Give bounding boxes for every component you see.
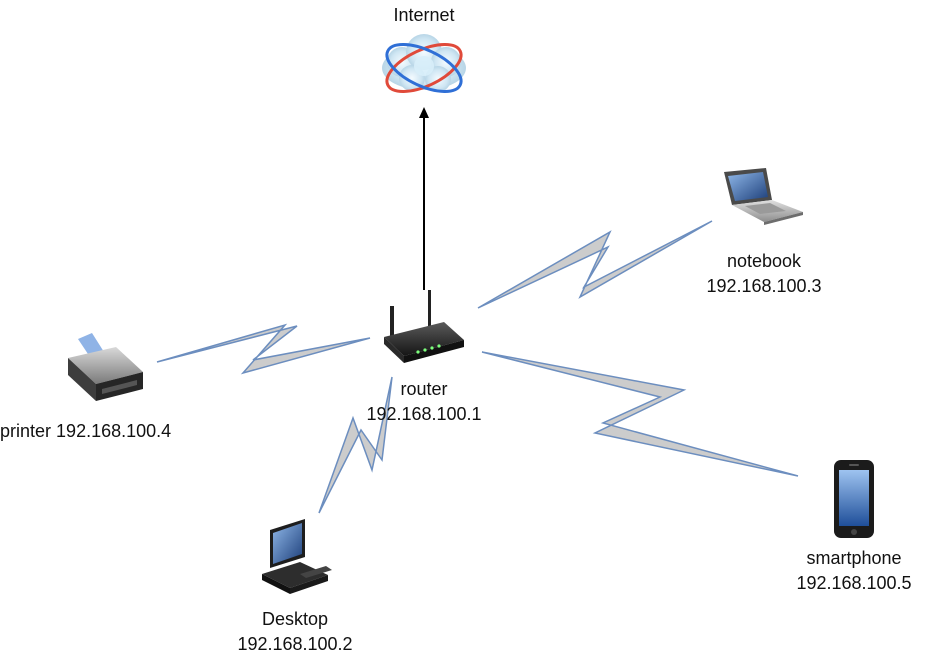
smartphone-label: smartphone 192.168.100.5 [774,546,925,596]
smartphone-icon [834,460,874,538]
printer-label: printer 192.168.100.4 [0,419,220,444]
smartphone-ip: 192.168.100.5 [796,573,912,593]
internet-label: Internet [393,5,455,25]
wireless-router-icon [384,290,464,363]
laptop-icon [724,168,803,225]
smartphone-name: smartphone [806,548,902,568]
desktop-computer-icon [262,519,332,594]
desktop-ip: 192.168.100.2 [237,634,353,654]
wireless-link-desktop [318,376,393,514]
arrowhead-icon [419,107,429,118]
wireless-link-printer [156,323,371,375]
notebook-ip: 192.168.100.3 [706,276,822,296]
desktop-label: Desktop 192.168.100.2 [215,607,375,657]
printer-line: printer 192.168.100.4 [0,421,171,441]
notebook-label: notebook 192.168.100.3 [684,249,844,299]
wireless-link-notebook [477,220,713,309]
router-name: router [400,379,448,399]
cloud-icon [382,34,466,93]
printer-icon [68,333,143,401]
desktop-name: Desktop [261,609,329,629]
wireless-link-smartphone [481,351,799,477]
printer-ip: 192.168.100.4 [56,421,172,441]
printer-name: printer [0,421,52,441]
notebook-name: notebook [726,251,802,271]
router-label: router 192.168.100.1 [344,377,504,427]
router-ip: 192.168.100.1 [366,404,482,424]
